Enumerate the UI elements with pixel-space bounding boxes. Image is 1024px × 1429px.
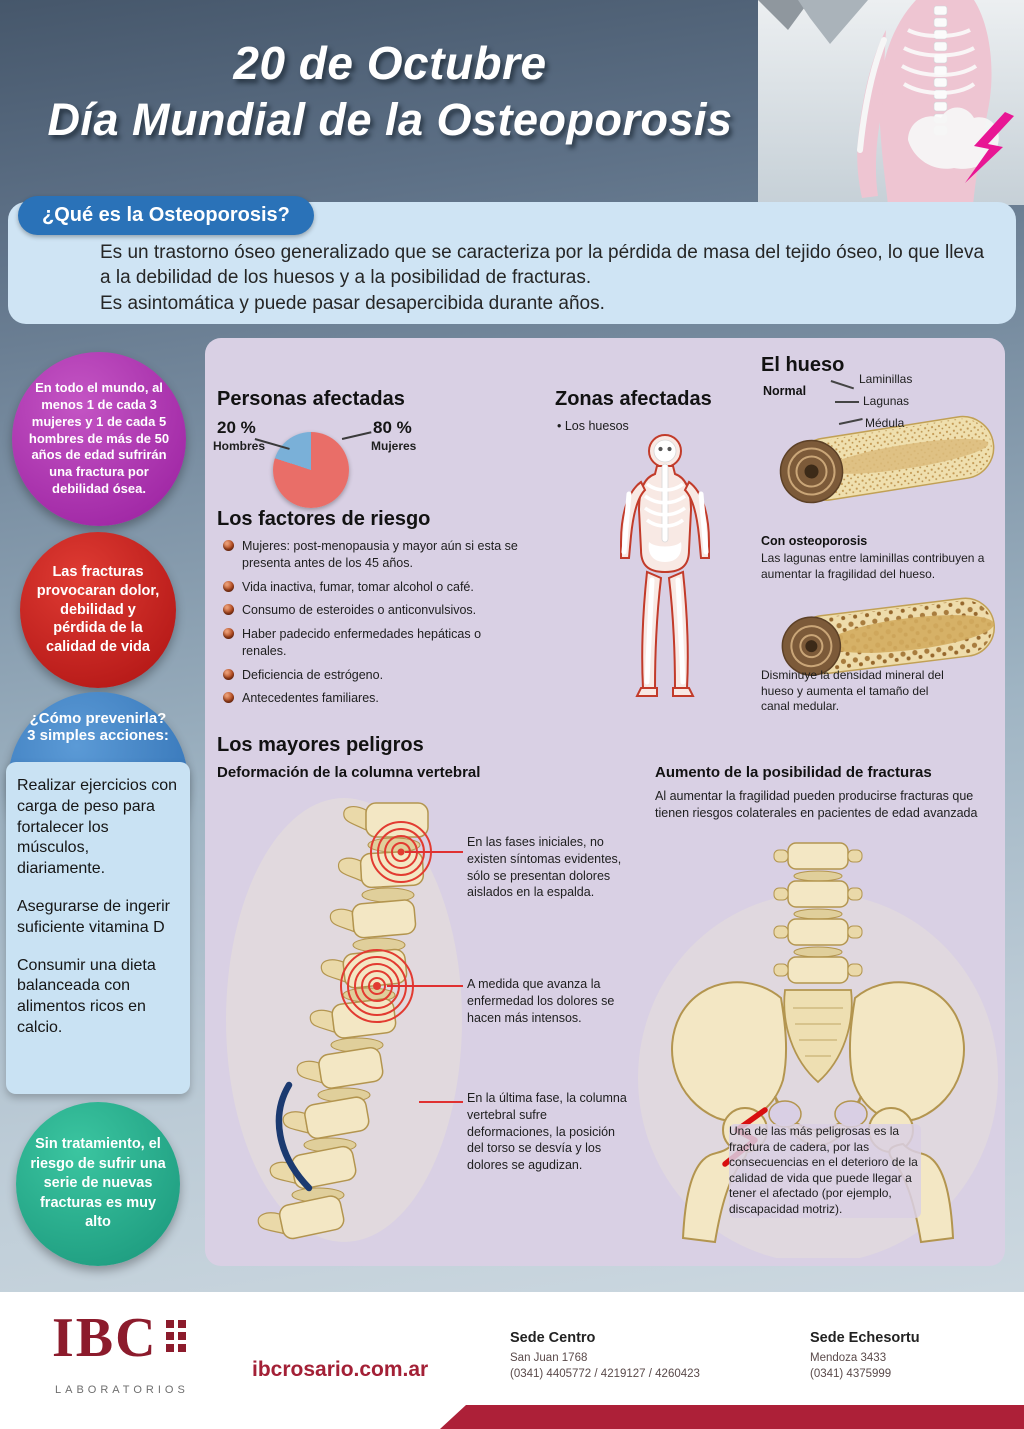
website-link[interactable]: ibcrosario.com.ar [252,1358,429,1381]
no-treatment-text: Sin tratamiento, el riesgo de sufrir una… [30,1136,166,1231]
fracture-intro: Al aumentar la fragilidad pueden produci… [655,789,978,820]
risk-item: Haber padecido enfermedades hepáticas o … [223,626,525,660]
title-line-2: Día Mundial de la Osteoporosis [47,94,733,145]
pie-callout-line-right [341,431,372,440]
risk-bullet-icon [223,580,234,592]
connector-line [835,401,859,403]
bone-label-medula: Médula [865,416,905,430]
ibc-logo-dots-icon [165,1320,186,1352]
pelvis-bone [908,107,999,169]
rib-bones [901,28,978,95]
risk-list: Mujeres: post-menopausia y mayor aún si … [223,538,525,714]
xray-photo-illustration [758,0,1024,205]
risk-item: Mujeres: post-menopausia y mayor aún si … [223,538,525,572]
intro-paragraph-2: Es asintomática y puede pasar desapercib… [100,292,605,314]
risk-bullet-icon [223,540,234,551]
spine-illustration [226,798,462,1246]
lightning-bolt-icon [965,112,1014,183]
bone-normal-label: Normal [763,384,807,398]
title-line-1: 20 de Octubre [233,37,547,89]
affected-pie-chart [273,432,349,508]
zones-bullet: • Los huesos [557,419,629,433]
office-name: Sede Centro [510,1330,596,1346]
office-phones: (0341) 4375999 [810,1368,892,1381]
pie-label-hombres: Hombres [213,439,266,453]
world-statistic-text: En todo el mundo, al menos 1 de cada 3 m… [28,379,170,497]
main-panel: Personas afectadas 20 % Hombres 80 % Muj… [205,338,1005,1266]
bone-osteo-text: Las lagunas entre laminillas contribuyen… [761,551,985,581]
spine-deformation-title: Deformación de la columna vertebral [217,764,481,781]
bone-title: El hueso [761,354,845,376]
ibc-logo-text: IBC [52,1307,158,1369]
poster-title: 20 de Octubre Día Mundial de la Osteopor… [18,36,762,146]
no-treatment-bubble: Sin tratamiento, el riesgo de sufrir una… [16,1102,180,1266]
risk-bullet-icon [223,628,234,639]
bone-osteo-title: Con osteoporosis [761,534,868,548]
bone-osteoporosis-illustration [781,597,995,676]
prevention-action: Asegurarse de ingerir suficiente vitamin… [17,897,170,936]
spine-deviation-curve [275,1081,313,1192]
prevention-action: Realizar ejercicios con carga de peso pa… [17,777,178,878]
world-statistic-bubble: En todo el mundo, al menos 1 de cada 3 m… [12,352,186,526]
fracture-title: Aumento de la posibilidad de fracturas [655,764,932,781]
risk-bullet-icon [223,604,234,616]
stage-line-1 [405,851,463,853]
spine-stage-3: En la última fase, la columna vertebral … [467,1091,627,1172]
pie-label-20pct: 20 % [217,418,256,437]
risk-item: Antecedentes familiares. [223,690,525,707]
bone-label-laminillas: Laminillas [859,372,913,386]
office-name: Sede Echesortu [810,1330,920,1346]
footer-accent-bar [440,1405,1024,1429]
pie-label-80pct: 80 % [373,418,412,437]
intro-paragraph-1: Es un trastorno óseo generalizado que se… [100,242,985,289]
prevention-title-line-1: ¿Cómo prevenirla? [29,710,167,727]
bone-normal-illustration [779,415,995,504]
risk-item: Deficiencia de estrógeno. [223,667,525,684]
spine-stage-2: A medida que avanza la enfermedad los do… [467,977,615,1025]
prevention-title: ¿Cómo prevenirla? 3 simples acciones: [27,692,169,744]
prevention-title-line-2: 3 simples acciones: [27,727,169,744]
office-address: Mendoza 3433 [810,1352,887,1364]
dangers-title: Los mayores peligros [217,734,424,756]
office-sede-centro: Sede Centro San Juan 1768 (0341) 4405772… [510,1330,700,1382]
intro-pill: ¿Qué es la Osteoporosis? [18,196,314,235]
skeleton-figure-illustration [620,434,710,697]
fractures-pain-text: Las fracturas provocaran dolor, debilida… [36,563,160,656]
risk-item: Consumo de esteroides o anticonvulsivos. [223,602,525,619]
ibc-logo-subtitle: LABORATORIOS [55,1384,189,1396]
fracture-caption: Una de las más peligrosas es la fractura… [729,1124,921,1218]
stage-line-3 [419,1101,463,1103]
risk-bullet-icon [223,692,234,704]
prevention-actions-box: Realizar ejercicios con carga de peso pa… [6,762,190,1094]
prevention-action: Consumir una dieta balanceada con alimen… [17,956,156,1036]
bone-osteo-caption: Disminuye la densidad mineral del hueso … [761,668,944,714]
office-sede-echesortu: Sede Echesortu Mendoza 3433 (0341) 43759… [810,1330,920,1382]
office-phones: (0341) 4405772 / 4219127 / 4260423 [510,1368,700,1381]
risk-title: Los factores de riesgo [217,508,431,530]
spine-stage-1: En las fases iniciales, no existen sínto… [467,835,622,900]
fractures-pain-bubble: Las fracturas provocaran dolor, debilida… [20,532,176,688]
affected-title: Personas afectadas [217,388,405,410]
bone-label-lagunas: Lagunas [863,394,910,408]
zones-title: Zonas afectadas [555,388,712,410]
pie-label-mujeres: Mujeres [371,439,417,453]
stage-line-2 [387,985,463,987]
ibc-logo: IBC [52,1306,186,1370]
risk-bullet-icon [223,668,234,680]
office-address: San Juan 1768 [510,1352,588,1364]
intro-body: Es un trastorno óseo generalizado que se… [100,240,990,316]
risk-item: Vida inactiva, fumar, tomar alcohol o ca… [223,579,525,596]
